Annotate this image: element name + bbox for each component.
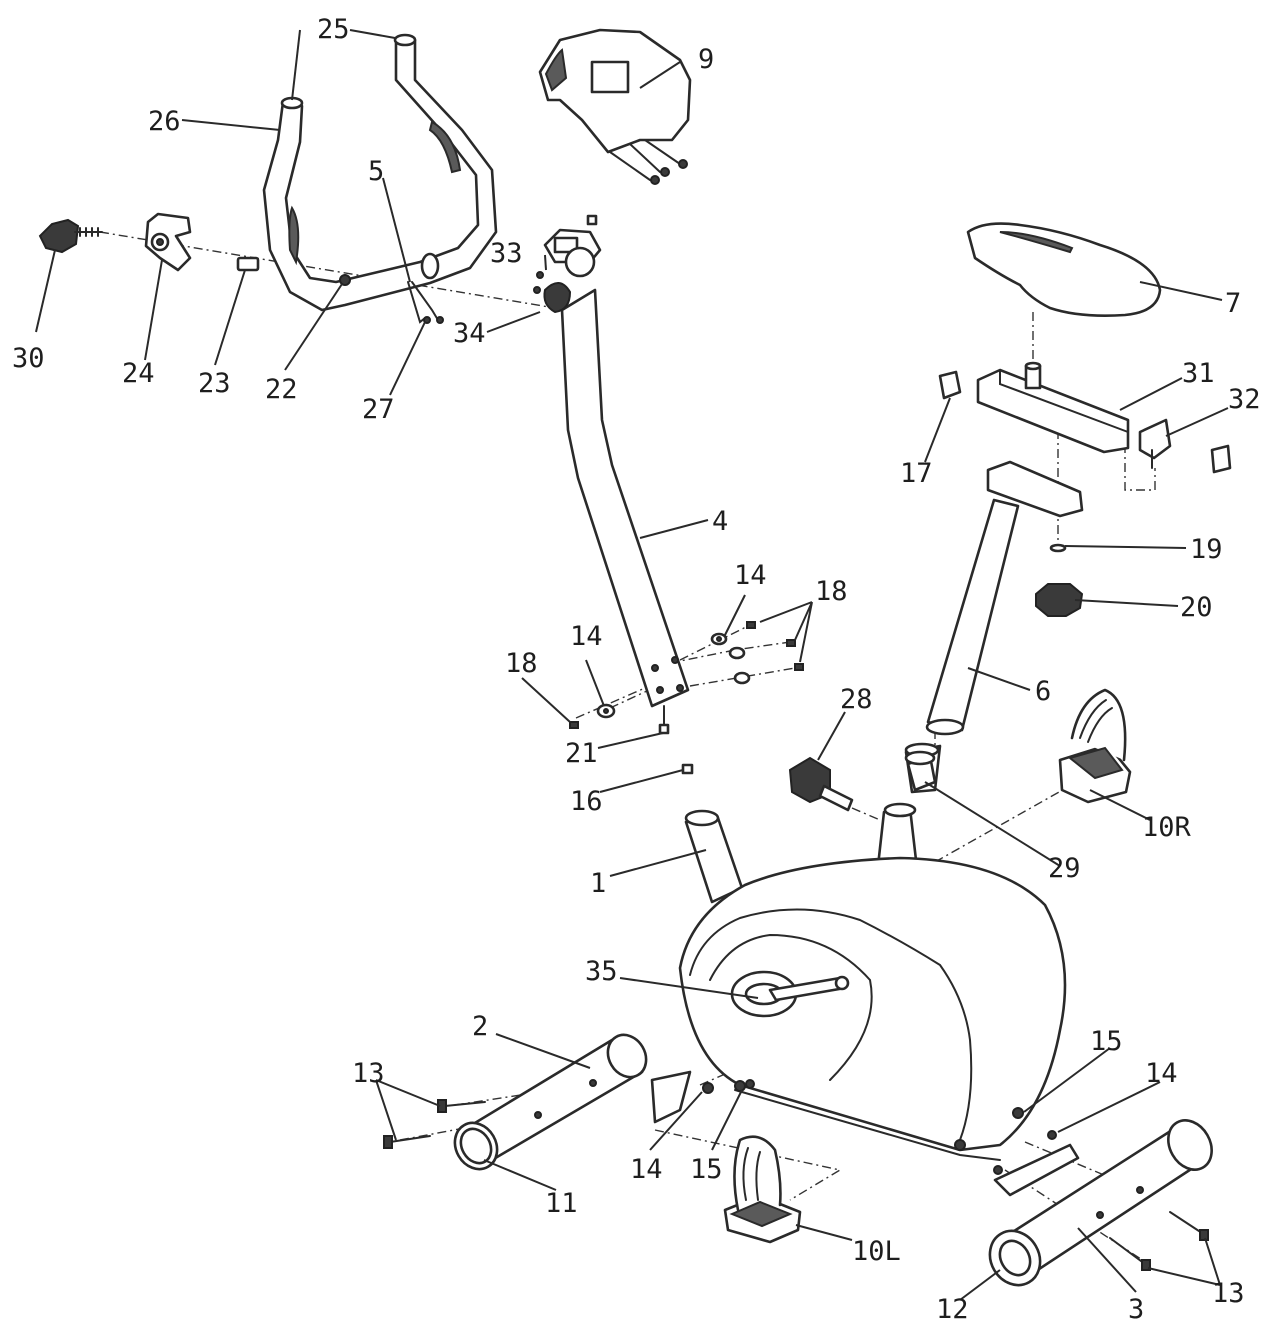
label-part-17: 17 — [900, 458, 933, 489]
label-part-35: 35 — [585, 956, 618, 987]
carriage-bolts — [383, 1099, 1209, 1271]
seat-post-bushing — [904, 750, 937, 792]
rear-stabilizer — [988, 1119, 1213, 1287]
label-part-22: 22 — [265, 374, 298, 405]
label-part-14-post-lower: 14 — [570, 621, 603, 652]
right-pedal — [1058, 688, 1132, 804]
pulse-wire — [407, 281, 444, 324]
label-part-31: 31 — [1182, 358, 1215, 389]
label-part-18-post-left: 18 — [505, 648, 538, 679]
tension-knob — [788, 756, 854, 812]
label-part-29: 29 — [1048, 853, 1081, 884]
label-part-7: 7 — [1225, 288, 1241, 319]
leader-lines — [35, 29, 1229, 1301]
label-part-26: 26 — [148, 106, 181, 137]
label-part-3: 3 — [1128, 1294, 1144, 1325]
post-fasteners — [569, 621, 804, 775]
seat — [966, 222, 1162, 317]
label-part-1: 1 — [590, 868, 606, 899]
label-part-14-rear: 14 — [1145, 1058, 1178, 1089]
console — [538, 28, 692, 185]
label-part-14-post-upper: 14 — [734, 560, 767, 591]
label-part-10r: 10R — [1142, 812, 1192, 843]
seat-slider — [938, 361, 1232, 474]
label-part-28: 28 — [840, 684, 873, 715]
handlebar — [262, 33, 498, 312]
part-labels: 25 26 9 5 7 33 34 30 24 23 22 27 31 32 1… — [12, 14, 1261, 1325]
label-part-9: 9 — [698, 44, 714, 75]
front-stabilizer — [453, 1033, 648, 1171]
label-part-34: 34 — [453, 318, 486, 349]
label-part-33: 33 — [490, 238, 523, 269]
handlebar-knob — [38, 218, 103, 254]
label-part-21: 21 — [565, 738, 598, 769]
label-part-2: 2 — [472, 1011, 488, 1042]
label-part-13-front: 13 — [352, 1058, 385, 1089]
label-part-20: 20 — [1180, 592, 1213, 623]
left-pedal — [723, 1135, 802, 1244]
label-part-15-front: 15 — [690, 1154, 723, 1185]
label-part-25: 25 — [317, 14, 350, 45]
seat-post — [925, 460, 1084, 736]
label-part-16: 16 — [570, 786, 603, 817]
label-part-10l: 10L — [852, 1236, 901, 1267]
label-part-4: 4 — [712, 506, 728, 537]
label-part-15-right: 15 — [1090, 1026, 1123, 1057]
label-part-32: 32 — [1228, 384, 1261, 415]
label-part-24: 24 — [122, 358, 155, 389]
label-part-30: 30 — [12, 343, 45, 374]
label-part-14-front: 14 — [630, 1154, 663, 1185]
label-part-27: 27 — [362, 394, 395, 425]
label-part-18-post-right: 18 — [815, 576, 848, 607]
bushing — [236, 256, 260, 272]
handlebar-clamp — [144, 212, 192, 272]
label-part-23: 23 — [198, 368, 231, 399]
label-part-6: 6 — [1035, 676, 1051, 707]
label-part-12: 12 — [936, 1294, 969, 1325]
handlebar-post — [533, 214, 690, 708]
label-part-11: 11 — [545, 1188, 578, 1219]
label-part-19: 19 — [1190, 534, 1223, 565]
main-frame — [650, 742, 1067, 1161]
label-part-5: 5 — [368, 156, 384, 187]
label-part-13-rear: 13 — [1212, 1278, 1245, 1309]
